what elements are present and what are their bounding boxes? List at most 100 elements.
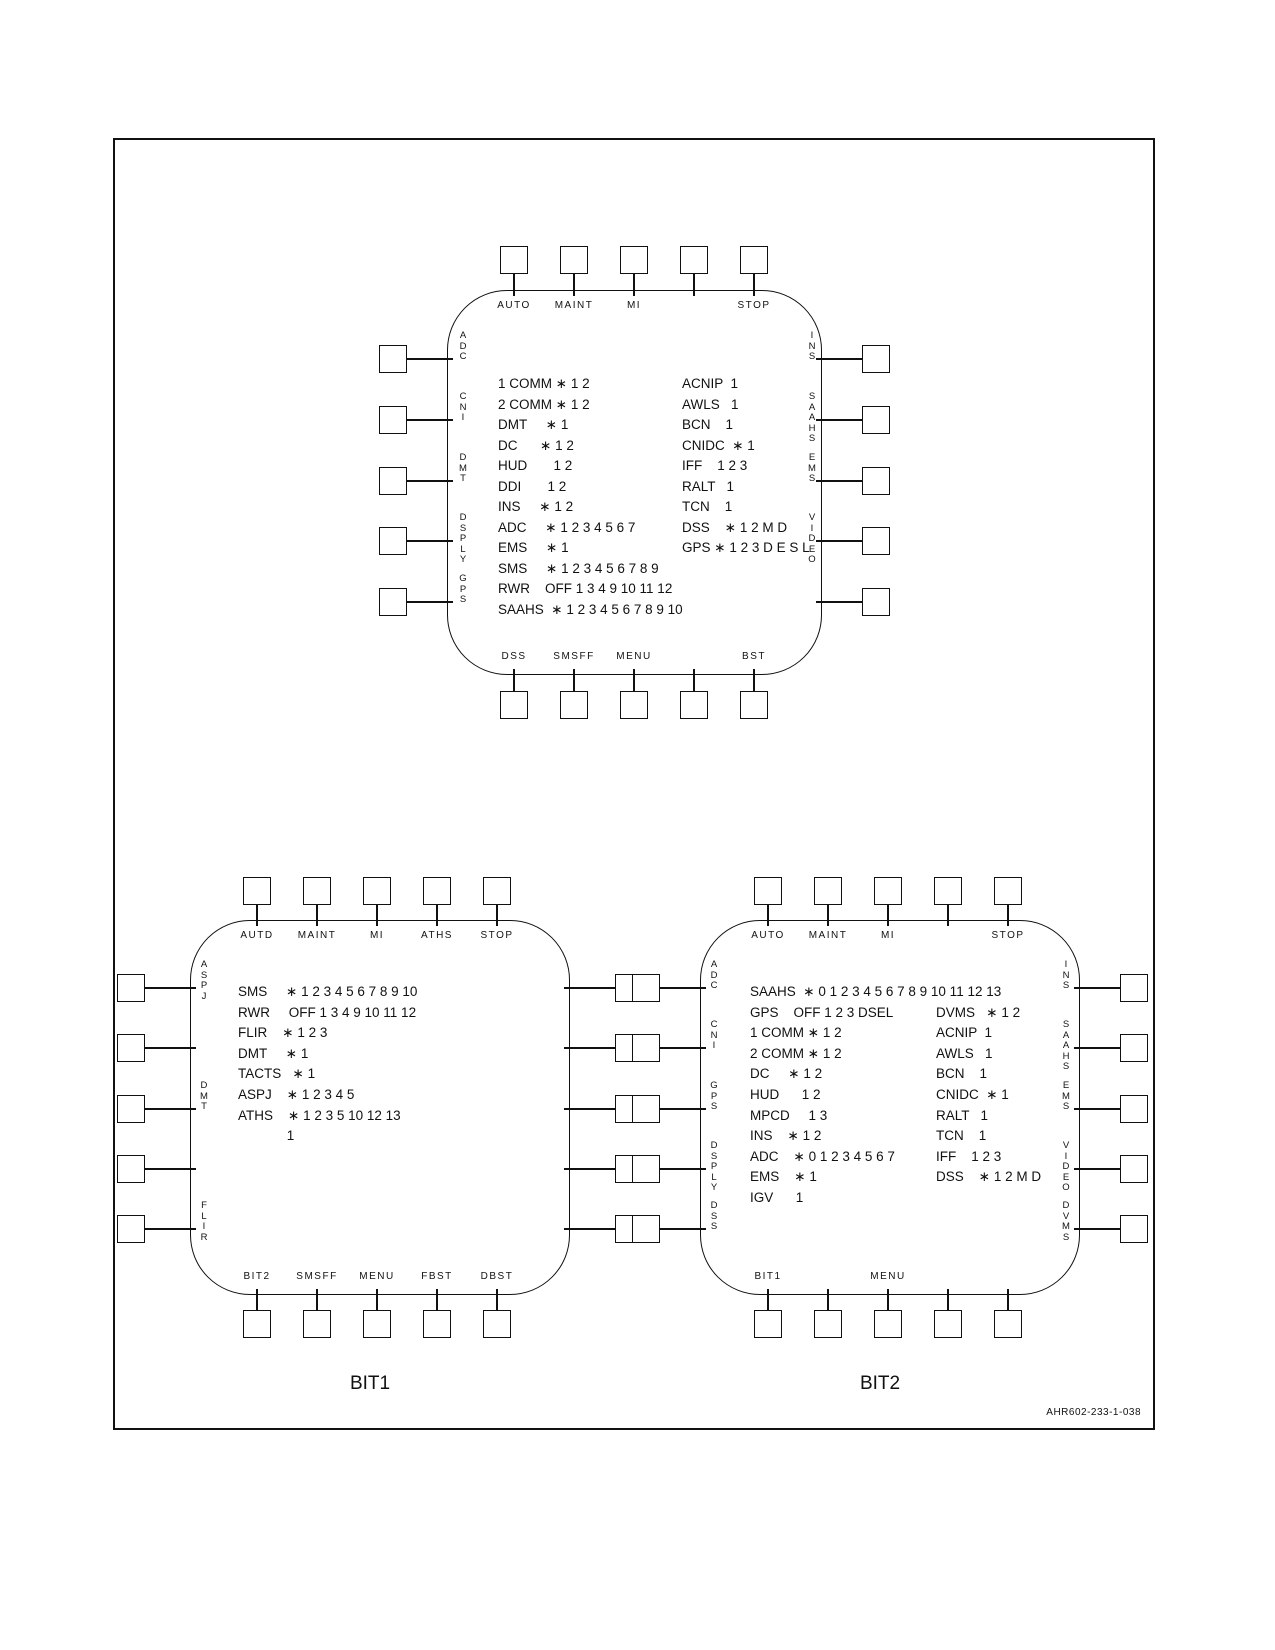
left-pushbutton-1[interactable]: [117, 974, 145, 1002]
bottom-label-3: MENU: [870, 1271, 906, 1282]
left-pushbutton-lead: [660, 1047, 706, 1049]
top-pushbutton-1[interactable]: [500, 246, 528, 274]
bottom-pushbutton-5[interactable]: [483, 1310, 511, 1338]
bottom-label-4: FBST: [421, 1271, 453, 1282]
right-label-3: E M S: [808, 452, 816, 484]
top-pushbutton-4[interactable]: [934, 877, 962, 905]
left-label-4: D S P L Y: [710, 1140, 718, 1193]
top-pushbutton-5[interactable]: [994, 877, 1022, 905]
bottom-pushbutton-3[interactable]: [363, 1310, 391, 1338]
bit-status-line: ATHS ∗ 1 2 3 5 10 12 13: [238, 1107, 401, 1123]
top-pushbutton-1[interactable]: [754, 877, 782, 905]
top-pushbutton-lead: [1007, 905, 1009, 926]
left-pushbutton-5[interactable]: [379, 588, 407, 616]
top-label-1: AUTO: [497, 300, 531, 311]
bottom-label-1: BIT1: [754, 1271, 782, 1282]
right-pushbutton-3[interactable]: [862, 467, 890, 495]
bottom-pushbutton-1[interactable]: [500, 691, 528, 719]
top-pushbutton-4[interactable]: [680, 246, 708, 274]
bottom-pushbutton-2[interactable]: [303, 1310, 331, 1338]
bottom-pushbutton-1[interactable]: [754, 1310, 782, 1338]
left-pushbutton-lead: [407, 358, 453, 360]
bit-status-line: HUD 1 2: [498, 458, 573, 473]
left-pushbutton-2[interactable]: [632, 1034, 660, 1062]
top-pushbutton-2[interactable]: [814, 877, 842, 905]
top-pushbutton-5[interactable]: [483, 877, 511, 905]
left-pushbutton-lead: [407, 540, 453, 542]
left-pushbutton-lead: [407, 419, 453, 421]
right-label-2: S A A H S: [1062, 1019, 1070, 1072]
left-pushbutton-4[interactable]: [117, 1155, 145, 1183]
bit-status-line: BCN 1: [936, 1066, 988, 1082]
top-pushbutton-2[interactable]: [560, 246, 588, 274]
left-pushbutton-1[interactable]: [379, 345, 407, 373]
left-pushbutton-5[interactable]: [117, 1215, 145, 1243]
right-pushbutton-1[interactable]: [862, 345, 890, 373]
right-pushbutton-1[interactable]: [1120, 974, 1148, 1002]
top-label-2: MAINT: [554, 300, 594, 311]
top-label-3: MI: [369, 930, 385, 941]
left-label-4: D S P L Y: [459, 512, 467, 565]
top-pushbutton-3[interactable]: [874, 877, 902, 905]
top-pushbutton-3[interactable]: [620, 246, 648, 274]
top-pushbutton-lead: [947, 905, 949, 926]
left-pushbutton-4[interactable]: [379, 527, 407, 555]
left-label-5: D S S: [710, 1200, 718, 1232]
bottom-pushbutton-1[interactable]: [243, 1310, 271, 1338]
left-pushbutton-2[interactable]: [379, 406, 407, 434]
right-pushbutton-4[interactable]: [862, 527, 890, 555]
bit-status-line: SMS ∗ 1 2 3 4 5 6 7 8 9: [498, 560, 659, 576]
left-pushbutton-4[interactable]: [632, 1155, 660, 1183]
right-pushbutton-4[interactable]: [1120, 1155, 1148, 1183]
top-pushbutton-4[interactable]: [423, 877, 451, 905]
bit-status-line: RWR OFF 1 3 4 9 10 11 12: [238, 1004, 417, 1020]
bottom-pushbutton-4[interactable]: [680, 691, 708, 719]
right-pushbutton-2[interactable]: [1120, 1034, 1148, 1062]
top-label-3: MI: [880, 930, 896, 941]
figure-id: AHR602-233-1-038: [1046, 1407, 1141, 1418]
left-pushbutton-2[interactable]: [117, 1034, 145, 1062]
bottom-pushbutton-2[interactable]: [560, 691, 588, 719]
right-pushbutton-2[interactable]: [862, 406, 890, 434]
bit-status-line: ADC ∗ 1 2 3 4 5 6 7: [498, 519, 636, 535]
bottom-pushbutton-lead: [316, 1289, 318, 1310]
top-pushbutton-lead: [753, 274, 755, 296]
right-pushbutton-3[interactable]: [1120, 1095, 1148, 1123]
bit-status-line: EMS ∗ 1: [498, 540, 569, 555]
left-pushbutton-5[interactable]: [632, 1215, 660, 1243]
left-pushbutton-1[interactable]: [632, 974, 660, 1002]
bottom-pushbutton-5[interactable]: [994, 1310, 1022, 1338]
figure-frame: AHR602-233-1-038: [113, 138, 1155, 1430]
bottom-pushbutton-lead: [767, 1289, 769, 1310]
left-label-1: A S P J: [200, 959, 208, 1002]
left-label-5: F L I R: [200, 1200, 208, 1243]
bottom-pushbutton-4[interactable]: [934, 1310, 962, 1338]
top-pushbutton-2[interactable]: [303, 877, 331, 905]
right-pushbutton-lead: [564, 1047, 615, 1049]
right-label-1: I N S: [1062, 959, 1070, 991]
bottom-pushbutton-3[interactable]: [874, 1310, 902, 1338]
top-pushbutton-lead: [573, 274, 575, 296]
left-pushbutton-3[interactable]: [632, 1095, 660, 1123]
left-pushbutton-lead: [145, 1047, 196, 1049]
bottom-label-5: BST: [742, 651, 766, 662]
top-pushbutton-lead: [693, 274, 695, 296]
top-pushbutton-3[interactable]: [363, 877, 391, 905]
right-pushbutton-5[interactable]: [1120, 1215, 1148, 1243]
bottom-pushbutton-3[interactable]: [620, 691, 648, 719]
bottom-pushbutton-2[interactable]: [814, 1310, 842, 1338]
left-label-5: G P S: [459, 573, 467, 605]
bottom-pushbutton-5[interactable]: [740, 691, 768, 719]
bottom-pushbutton-4[interactable]: [423, 1310, 451, 1338]
left-pushbutton-3[interactable]: [117, 1095, 145, 1123]
left-pushbutton-3[interactable]: [379, 467, 407, 495]
right-pushbutton-5[interactable]: [862, 588, 890, 616]
left-pushbutton-lead: [407, 480, 453, 482]
bit-status-line: SMS ∗ 1 2 3 4 5 6 7 8 9 10: [238, 984, 418, 999]
bit-status-line: IFF 1 2 3: [682, 458, 748, 473]
bottom-label-1: BIT2: [243, 1271, 271, 1282]
top-pushbutton-5[interactable]: [740, 246, 768, 274]
right-pushbutton-lead: [1074, 1047, 1120, 1049]
bottom-pushbutton-lead: [827, 1289, 829, 1310]
top-pushbutton-1[interactable]: [243, 877, 271, 905]
